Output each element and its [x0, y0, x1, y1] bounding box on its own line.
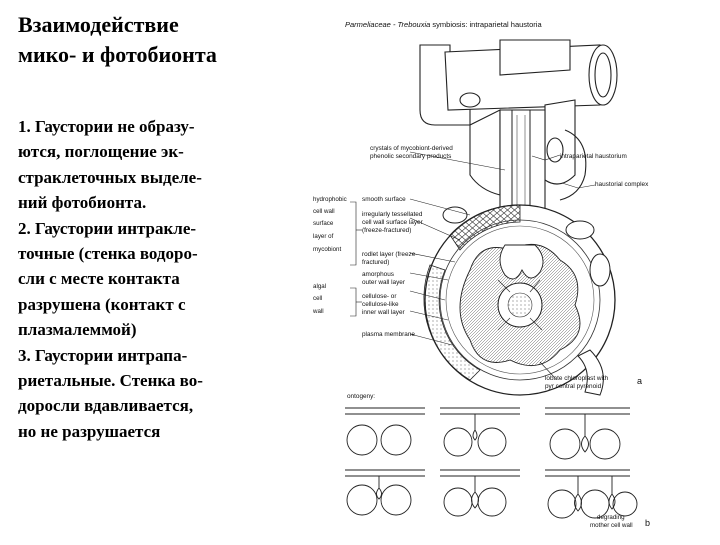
label-degrading: mother cell wall: [590, 522, 633, 529]
body-line: 2. Гаустории интракле-: [18, 216, 318, 241]
leader-lines-left: [350, 202, 362, 316]
body-line: доросли вдавливается,: [18, 393, 318, 418]
label-amorphous: outer wall layer: [362, 279, 406, 286]
algal-cell: [424, 205, 615, 395]
label-degrading: degrading: [597, 514, 625, 521]
body-line: 1. Гаустории не образу-: [18, 114, 318, 139]
label-crystals: crystals of mycobiont-derived: [370, 145, 453, 152]
body-line: плазмалеммой): [18, 317, 318, 342]
label-irregular: (freeze-fractured): [362, 227, 411, 234]
body-line: ются, поглощение эк-: [18, 139, 318, 164]
label-ontogeny: ontogeny:: [347, 393, 375, 400]
label-rodlet: fractured): [362, 259, 389, 266]
label-hydrophobic: surface: [313, 220, 334, 227]
haustoria-figure: Parmeliaceae - Trebouxia symbiosis: intr…: [300, 0, 720, 540]
label-algal-cell-wall: wall: [312, 308, 324, 315]
panel-a-label: a: [637, 376, 642, 386]
label-lobate-chloroplast: pyr central pyrenoid: [545, 383, 602, 390]
body-text: 1. Гаустории не образу- ются, поглощение…: [18, 114, 318, 444]
label-hydrophobic: layer of: [313, 233, 334, 240]
figure-caption: Parmeliaceae - Trebouxia symbiosis: intr…: [345, 20, 542, 29]
label-cellulose: cellulose- or: [362, 293, 397, 300]
label-irregular: cell wall surface layer: [362, 219, 424, 226]
label-algal-cell-wall: algal: [313, 283, 326, 290]
title-line-1: Взаимодействие: [18, 10, 318, 40]
body-line: страклеточных выделе-: [18, 165, 318, 190]
label-smooth-surface: smooth surface: [362, 196, 406, 203]
slide-title: Взаимодействие мико- и фотобионта: [18, 10, 318, 70]
label-rodlet: rodlet layer (freeze-: [362, 251, 417, 258]
body-line: риетальные. Стенка во-: [18, 368, 318, 393]
body-line: но не разрушается: [18, 419, 318, 444]
label-amorphous: amorphous: [362, 271, 394, 278]
title-line-2: мико- и фотобионта: [18, 40, 318, 70]
label-plasma-membrane: plasma membrane: [362, 331, 415, 338]
label-crystals: phenolic secondary products: [370, 153, 451, 160]
label-cellulose: cellulose-like: [362, 301, 399, 308]
label-haustorial-complex: haustorial complex: [595, 181, 649, 188]
label-hydrophobic: mycobiont: [313, 246, 341, 253]
ontogeny-panel: ontogeny:: [345, 393, 650, 529]
body-line: точные (стенка водоро-: [18, 241, 318, 266]
label-hydrophobic: hydrophobic: [313, 196, 347, 203]
panel-b-label: b: [645, 518, 650, 528]
body-line: сли с месте контакта: [18, 266, 318, 291]
body-line: ний фотобионта.: [18, 190, 318, 215]
label-intraparietal: intraparietal haustorium: [560, 153, 627, 160]
label-cellulose: inner wall layer: [362, 309, 405, 316]
label-lobate-chloroplast: lobate chloroplast with: [545, 375, 609, 382]
label-hydrophobic: cell wall: [313, 208, 335, 215]
body-line: 3. Гаустории интрапа-: [18, 343, 318, 368]
label-algal-cell-wall: cell: [313, 295, 322, 302]
body-line: разрушена (контакт с: [18, 292, 318, 317]
label-irregular: irregularly tessellated: [362, 211, 423, 218]
labels-left: hydrophobic cell wall surface layer of m…: [312, 196, 347, 315]
